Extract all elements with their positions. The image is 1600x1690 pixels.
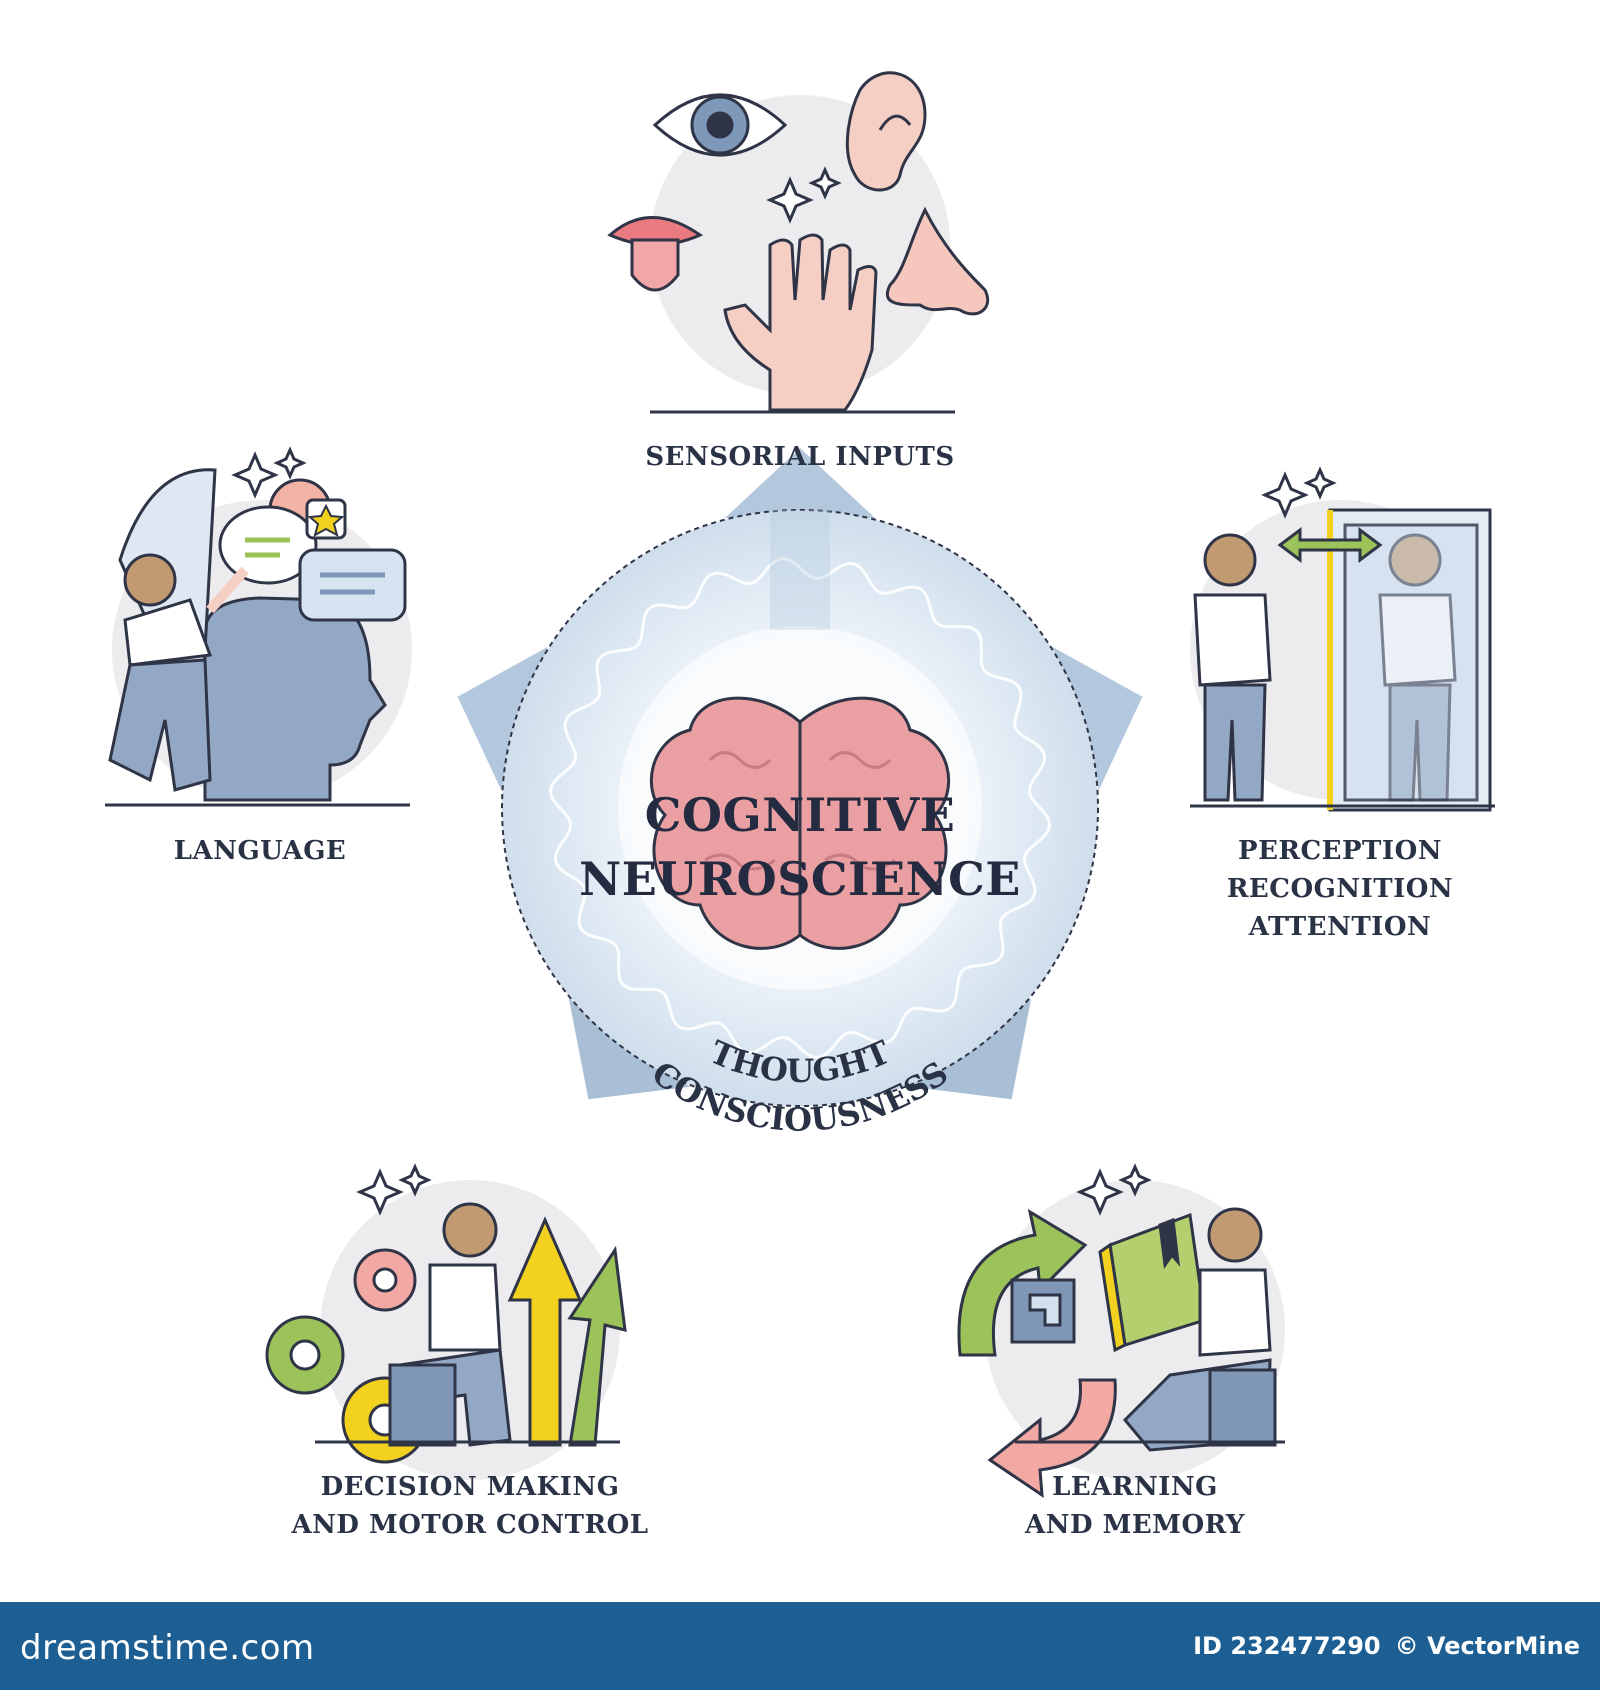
footer-credit[interactable]: © VectorMine [1394,1632,1580,1660]
growth-arrows-icon [507,1216,627,1447]
person-figure [108,553,249,792]
puzzle-icon [1010,1278,1076,1344]
decision-icons [265,1163,627,1464]
label-learning-line1: LEARNING [1052,1472,1218,1502]
ring-text-thought: THOUGHT [704,1033,895,1090]
sparkle-icon [1261,466,1337,519]
footer-brand[interactable]: dreamstime.com [20,1628,315,1668]
ring-text-layer: THOUGHT CONSCIOUSNESS [645,1033,955,1139]
nose-icon [886,206,989,316]
label-decision-line2: AND MOTOR CONTROL [291,1510,649,1540]
label-learning-line2: AND MEMORY [1025,1510,1245,1540]
perception-icons [1190,466,1495,812]
label-decision: DECISION MAKING AND MOTOR CONTROL [270,1468,670,1544]
language-icons [105,446,410,807]
label-learning: LEARNING AND MEMORY [985,1468,1285,1544]
sparkle-icon [356,1163,432,1216]
book-icon [1098,1212,1207,1353]
label-language-text: LANGUAGE [173,836,347,866]
person-reflection [1378,533,1457,802]
person-figure [1193,533,1272,802]
double-arrow-icon [1277,527,1383,563]
sparkle-icon [766,166,842,224]
label-perception-line1: PERCEPTION [1238,836,1442,866]
learning-icons [957,1163,1285,1498]
footer-right: ID 232477290 © VectorMine [1193,1632,1580,1660]
footer-image-id: ID 232477290 [1193,1632,1381,1660]
hand-icon [723,233,878,412]
sensorial-icons [607,71,989,414]
sparkle-icon [231,446,307,499]
label-sensorial-text: SENSORIAL INPUTS [645,442,955,472]
brain-icon [649,696,951,950]
arrow-up [725,448,875,568]
cycle-arrows-icon [957,1208,1117,1498]
person-figure [1122,1207,1277,1452]
sparkle-icon [1076,1163,1152,1216]
center-title: COGNITIVE NEUROSCIENCE [560,783,1040,911]
person-figure [388,1202,512,1447]
label-perception: PERCEPTION RECOGNITION ATTENTION [1180,832,1500,946]
ear-icon [845,71,927,192]
diagram-graphics [105,71,1495,1498]
mouth-icon [607,216,704,292]
speech-bubble-icon [218,478,407,622]
label-decision-line1: DECISION MAKING [320,1472,620,1502]
label-sensorial-inputs: SENSORIAL INPUTS [600,438,1000,476]
center-title-line2: NEUROSCIENCE [579,852,1021,906]
center-title-line1: COGNITIVE [644,788,956,842]
label-language: LANGUAGE [120,832,400,870]
eye-icon [652,93,788,157]
label-perception-line3: ATTENTION [1248,912,1432,942]
footer-bar: dreamstime.com ID 232477290 © VectorMine [0,1602,1600,1690]
label-perception-line2: RECOGNITION [1226,874,1454,904]
wave-ring [549,557,1051,1059]
